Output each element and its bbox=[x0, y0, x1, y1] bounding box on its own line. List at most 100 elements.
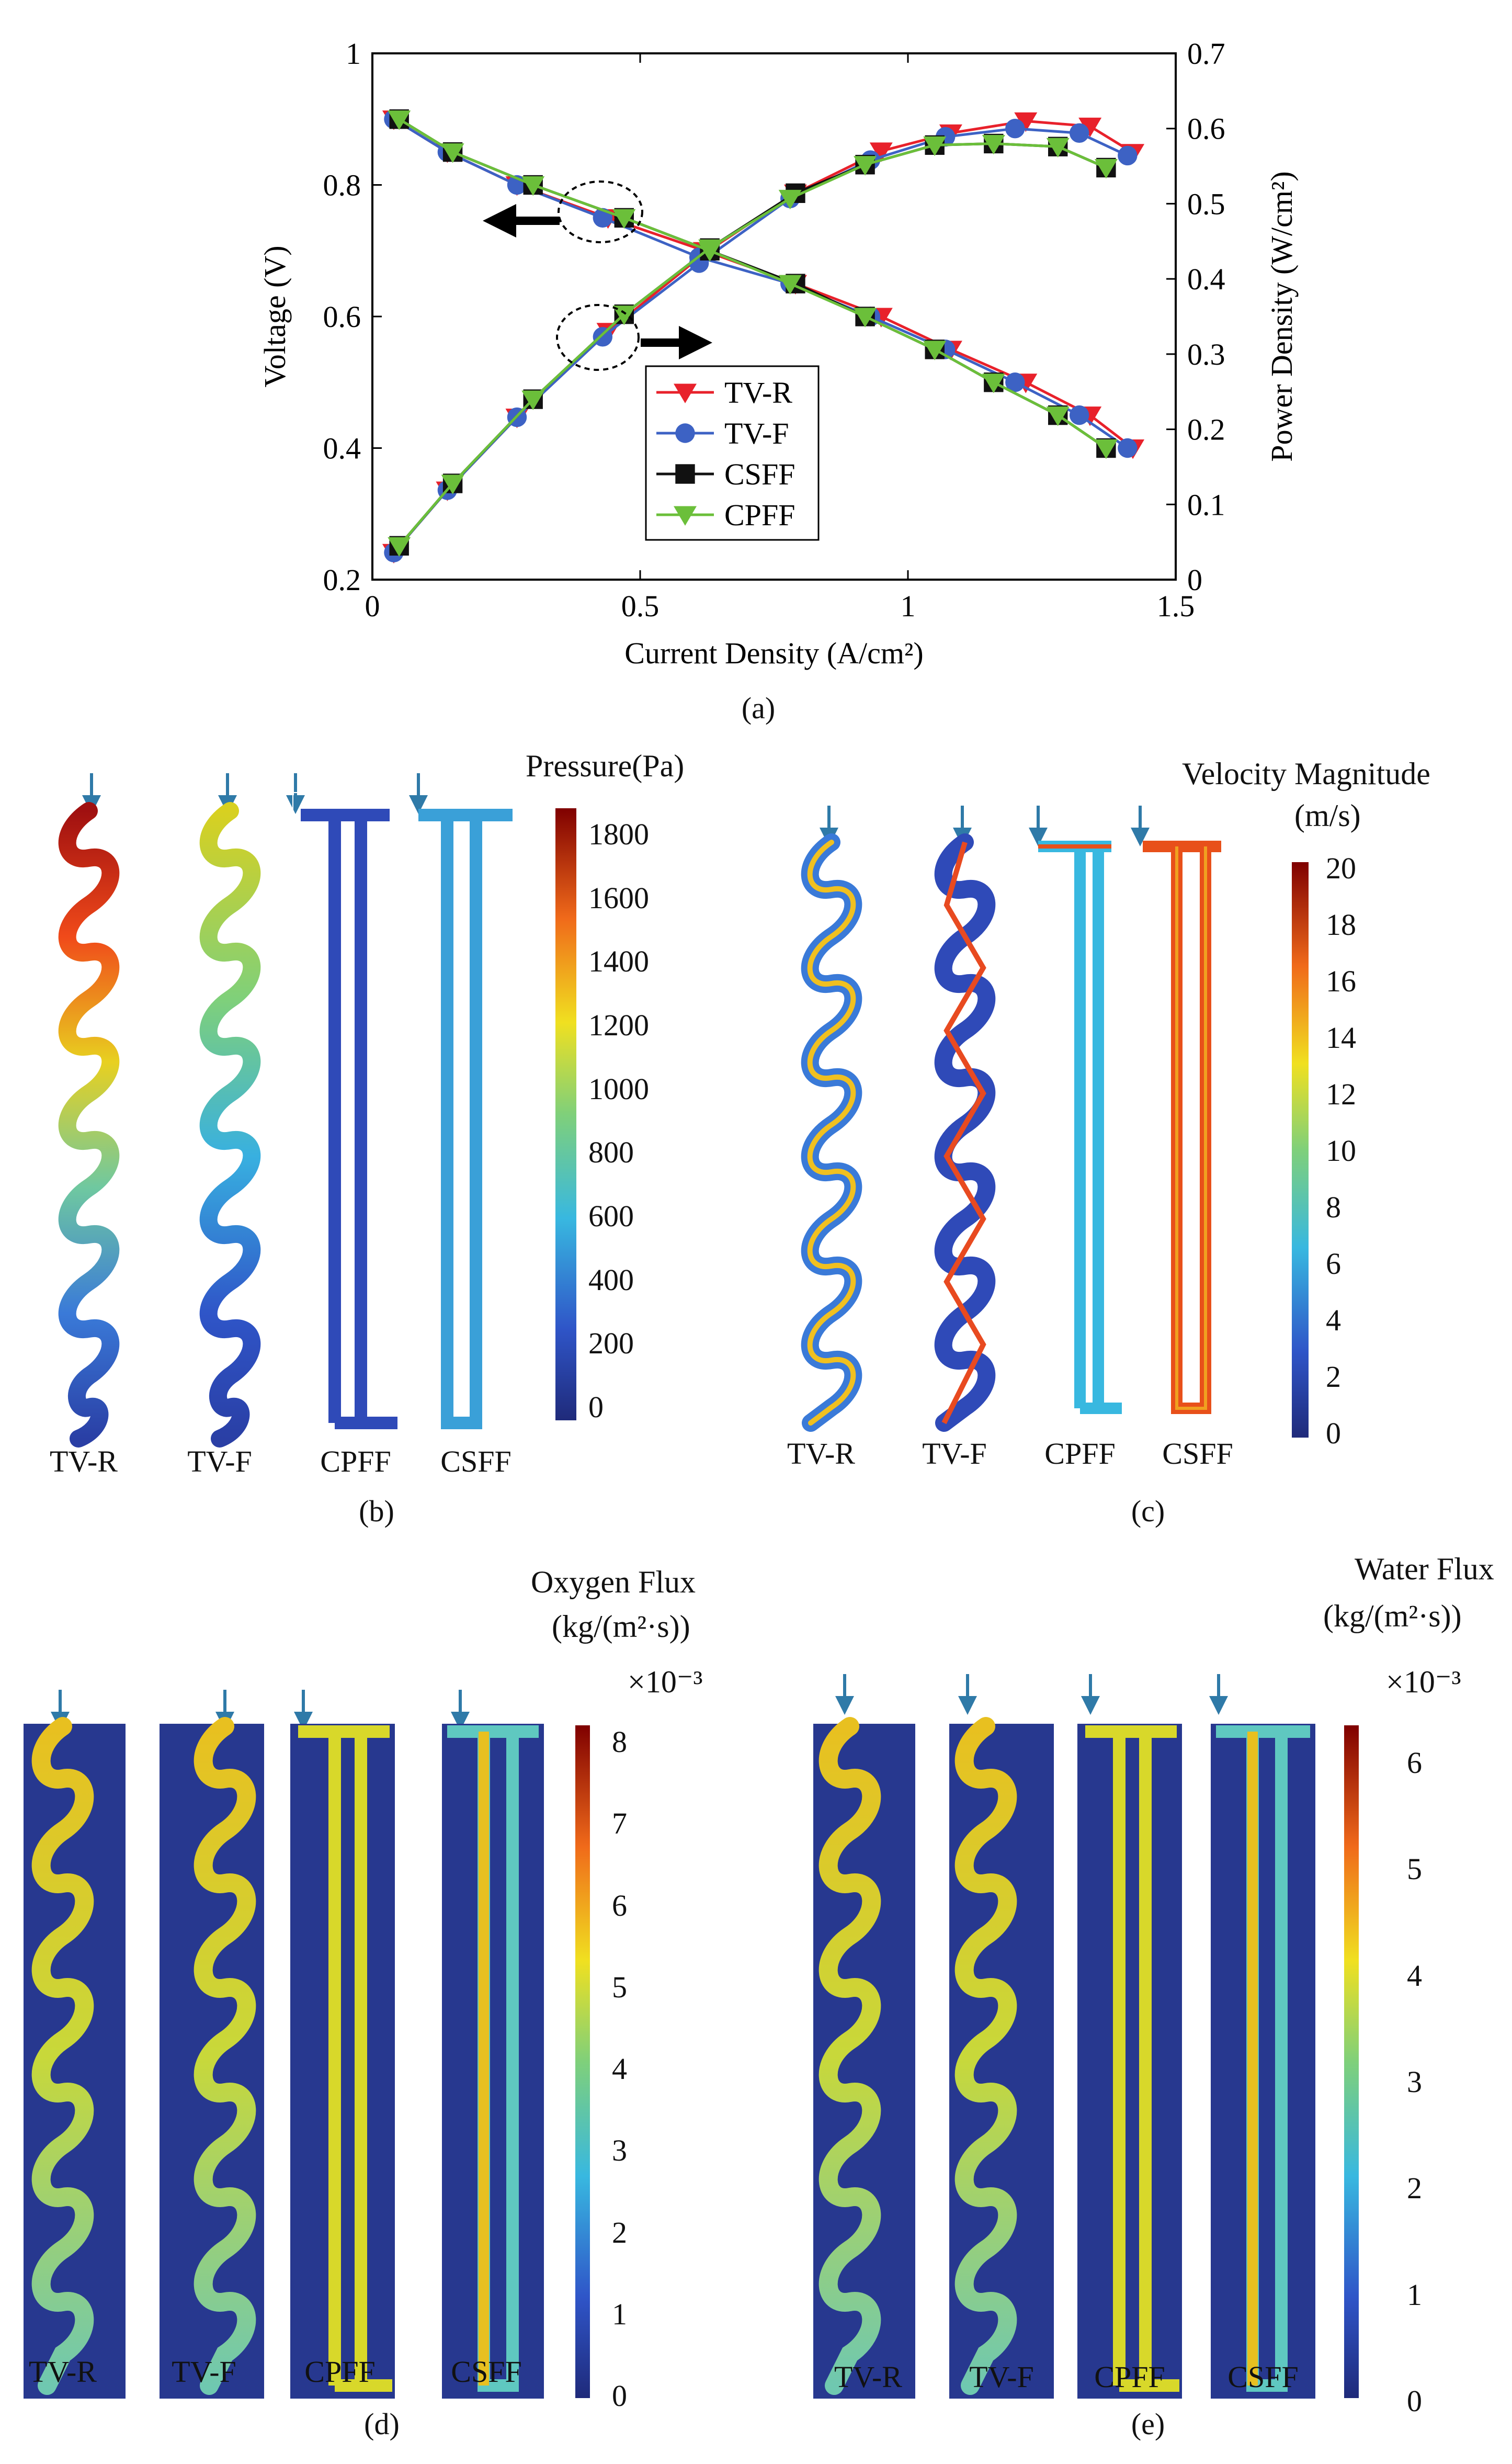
tv-f-power-point bbox=[1118, 145, 1138, 166]
colorbar-tick-label: 1000 bbox=[588, 1071, 649, 1106]
colorbar-tick-label: 14 bbox=[1326, 1021, 1356, 1055]
tv-f-channel bbox=[199, 802, 261, 1448]
y-tick-label: 0.2 bbox=[323, 563, 361, 597]
label-tv-f: TV-F bbox=[922, 1437, 987, 1471]
colorbar-tick-label: 600 bbox=[588, 1199, 634, 1233]
cpff-voltage-point bbox=[1046, 406, 1070, 426]
caption-a: (a) bbox=[741, 691, 776, 725]
cpff-voltage-point bbox=[1094, 439, 1118, 459]
colorbar-tick-label: 5 bbox=[1407, 1852, 1422, 1886]
x-tick-label: 1 bbox=[901, 589, 916, 623]
cpff-power-point bbox=[854, 156, 877, 176]
cpff-power-point bbox=[923, 136, 947, 156]
cpff-voltage-point bbox=[441, 143, 464, 163]
colorbar-tick-label: 10 bbox=[1326, 1134, 1356, 1168]
csff-water-map bbox=[1211, 1724, 1315, 2399]
y2-axis-label: Power Density (W/cm²) bbox=[1265, 171, 1299, 461]
oxygen-colorbar bbox=[575, 1725, 590, 2398]
label-cpff: CPFF bbox=[1094, 2360, 1165, 2394]
cpff-voltage-point bbox=[521, 176, 545, 196]
cpff-power-point bbox=[521, 390, 545, 410]
water-colorbar-title-1: Water Flux bbox=[1355, 1552, 1494, 1586]
cpff-frame bbox=[292, 792, 377, 1437]
y-tick-label: 0.6 bbox=[323, 300, 361, 334]
cpff-voltage-point bbox=[778, 275, 802, 295]
legend-tv-f-label: TV-F bbox=[724, 416, 789, 450]
cpff-flux-map bbox=[290, 1724, 395, 2399]
y2-tick-label: 0.4 bbox=[1187, 262, 1225, 296]
colorbar-tick-label: 12 bbox=[1326, 1077, 1356, 1111]
water-exponent: ×10⁻³ bbox=[1386, 1665, 1461, 1699]
y-tick-label: 1 bbox=[346, 37, 361, 71]
legend-cpff-marker bbox=[674, 506, 697, 526]
cpff-voltage-point bbox=[388, 110, 411, 130]
colorbar-tick-label: 200 bbox=[588, 1326, 634, 1361]
label-cpff: CPFF bbox=[304, 2355, 376, 2389]
tv-f-voltage-point bbox=[1005, 372, 1025, 392]
oxygen-colorbar-title-2: (kg/(m²·s)) bbox=[552, 1609, 690, 1644]
label-csff: CSFF bbox=[451, 2355, 522, 2389]
label-tv-r: TV-R bbox=[50, 1444, 118, 1478]
colorbar-tick-label: 8 bbox=[1326, 1190, 1341, 1224]
label-csff: CSFF bbox=[1227, 2360, 1299, 2394]
tv-r-power-point bbox=[869, 142, 893, 162]
caption-e: (e) bbox=[1131, 2407, 1165, 2441]
cpff-power-point bbox=[388, 537, 411, 557]
y2-tick-label: 0.1 bbox=[1187, 488, 1225, 522]
oxygen-flux-panel bbox=[24, 1690, 590, 2399]
cpff-channel bbox=[301, 809, 397, 1429]
y2-tick-label: 0.7 bbox=[1187, 37, 1225, 71]
pressure-colorbar bbox=[555, 808, 576, 1420]
legend-tv-f-marker bbox=[675, 423, 695, 443]
colorbar-tick-label: 6 bbox=[1407, 1746, 1422, 1780]
colorbar-tick-label: 1600 bbox=[588, 880, 649, 915]
tv-f-power-point bbox=[1069, 123, 1089, 143]
y-tick-label: 0.8 bbox=[323, 168, 361, 202]
colorbar-tick-label: 16 bbox=[1326, 964, 1356, 998]
colorbar-tick-label: 20 bbox=[1326, 851, 1356, 885]
y-axis-label: Voltage (V) bbox=[258, 245, 292, 387]
tv-f-voltage-point bbox=[1069, 405, 1089, 425]
tv-r-velocity-channel bbox=[801, 833, 862, 1432]
caption-b: (b) bbox=[359, 1494, 394, 1528]
x-tick-label: 0 bbox=[365, 589, 380, 623]
label-cpff: CPFF bbox=[1044, 1437, 1116, 1471]
legend-cpff-label: CPFF bbox=[724, 498, 795, 532]
colorbar-tick-label: 18 bbox=[1326, 908, 1356, 942]
cpff-power-point bbox=[441, 474, 464, 494]
colorbar-tick-label: 1400 bbox=[588, 944, 649, 979]
colorbar-tick-label: 1800 bbox=[588, 817, 649, 851]
water-colorbar bbox=[1344, 1725, 1359, 2398]
cpff-voltage-point bbox=[982, 374, 1005, 393]
colorbar-tick-label: 0 bbox=[588, 1390, 604, 1424]
colorbar-tick-label: 4 bbox=[1407, 1958, 1422, 1993]
cpff-water-map bbox=[1077, 1724, 1182, 2399]
velocity-colorbar bbox=[1292, 862, 1309, 1438]
colorbar-tick-label: 2 bbox=[1407, 2171, 1422, 2206]
y2-tick-label: 0.6 bbox=[1187, 112, 1225, 146]
csff-velocity-channel bbox=[1143, 841, 1221, 1414]
y-tick-label: 0.4 bbox=[323, 432, 361, 466]
legend-tv-r-label: TV-R bbox=[724, 376, 792, 410]
label-tv-f: TV-F bbox=[969, 2360, 1034, 2394]
colorbar-tick-label: 0 bbox=[612, 2379, 627, 2413]
label-tv-f: TV-F bbox=[172, 2355, 236, 2389]
voltage-annotation-ellipse bbox=[558, 180, 643, 243]
cpff-voltage-point bbox=[923, 341, 947, 360]
colorbar-tick-label: 800 bbox=[588, 1135, 634, 1170]
cpff-power-point bbox=[1046, 138, 1070, 158]
cpff-power-point bbox=[698, 239, 722, 259]
velocity-field-panel bbox=[801, 806, 1309, 1438]
colorbar-tick-label: 1 bbox=[612, 2297, 627, 2331]
velocity-colorbar-title-2: (m/s) bbox=[1294, 798, 1361, 833]
x-tick-label: 0.5 bbox=[621, 589, 660, 623]
colorbar-tick-label: 0 bbox=[1326, 1416, 1341, 1450]
power-annotation-ellipse bbox=[556, 304, 640, 371]
legend-box bbox=[645, 365, 820, 541]
label-tv-r: TV-R bbox=[787, 1437, 855, 1471]
caption-c: (c) bbox=[1131, 1494, 1165, 1528]
colorbar-tick-label: 5 bbox=[612, 1970, 627, 2004]
oxygen-exponent: ×10⁻³ bbox=[628, 1665, 703, 1699]
colorbar-tick-label: 6 bbox=[612, 1888, 627, 1923]
